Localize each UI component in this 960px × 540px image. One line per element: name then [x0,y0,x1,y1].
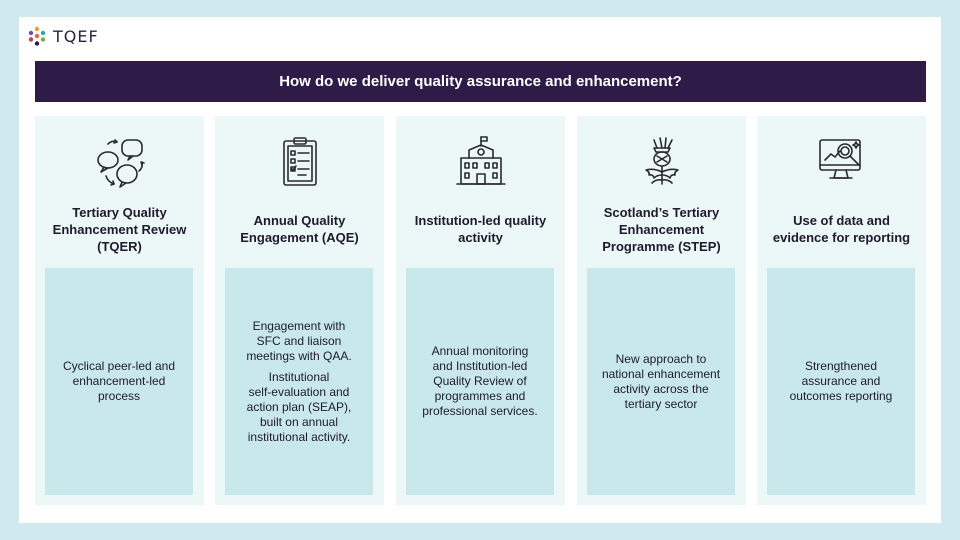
column-body: Strengthened assurance and outcomes repo… [767,268,915,495]
clipboard-checklist-icon [272,134,328,190]
column-aqe: Annual Quality Engagement (AQE) Engageme… [215,116,384,505]
monitor-magnifier-icon [814,134,870,190]
logo-dots-icon [27,26,47,46]
speech-bubbles-icon [92,134,148,190]
institution-building-icon [453,134,509,190]
slide: TQEF How do we deliver quality assurance… [19,17,941,523]
column-body-text: Annual monitoring and Institution-led Qu… [422,344,538,418]
column-body-text: Strengthened assurance and outcomes repo… [789,359,893,403]
column-title: Institution-led quality activity [414,213,547,245]
column-data-evidence: Use of data and evidence for reporting S… [757,116,926,505]
logo-text: TQEF [53,26,99,46]
column-body: New approach to national enhancement act… [587,268,735,495]
tqef-logo: TQEF [27,25,99,47]
column-title: Scotland’s Tertiary Enhancement Programm… [602,204,721,254]
banner-title: How do we deliver quality assurance and … [35,61,926,102]
column-body: Annual monitoring and Institution-led Qu… [406,268,554,495]
column-body-text: New approach to national enhancement act… [601,351,721,411]
column-tqer: Tertiary Quality Enhancement Review (TQE… [35,116,204,505]
column-body-text: Engagement with SFC and liaison meetings… [246,318,352,363]
column-step: Scotland’s Tertiary Enhancement Programm… [577,116,746,505]
column-title: Use of data and evidence for reporting [772,213,911,245]
columns: Tertiary Quality Enhancement Review (TQE… [35,116,926,505]
column-title: Annual Quality Engagement (AQE) [240,213,359,245]
column-body-text: Institutional self-evaluation and action… [246,369,352,444]
column-title: Tertiary Quality Enhancement Review (TQE… [52,204,187,254]
column-institution-led: Institution-led quality activity Annual … [396,116,565,505]
column-body: Engagement with SFC and liaison meetings… [225,268,373,495]
thistle-icon [634,134,690,190]
column-body: Cyclical peer-led and enhancement-led pr… [45,268,193,495]
column-body-text: Cyclical peer-led and enhancement-led pr… [62,359,176,403]
